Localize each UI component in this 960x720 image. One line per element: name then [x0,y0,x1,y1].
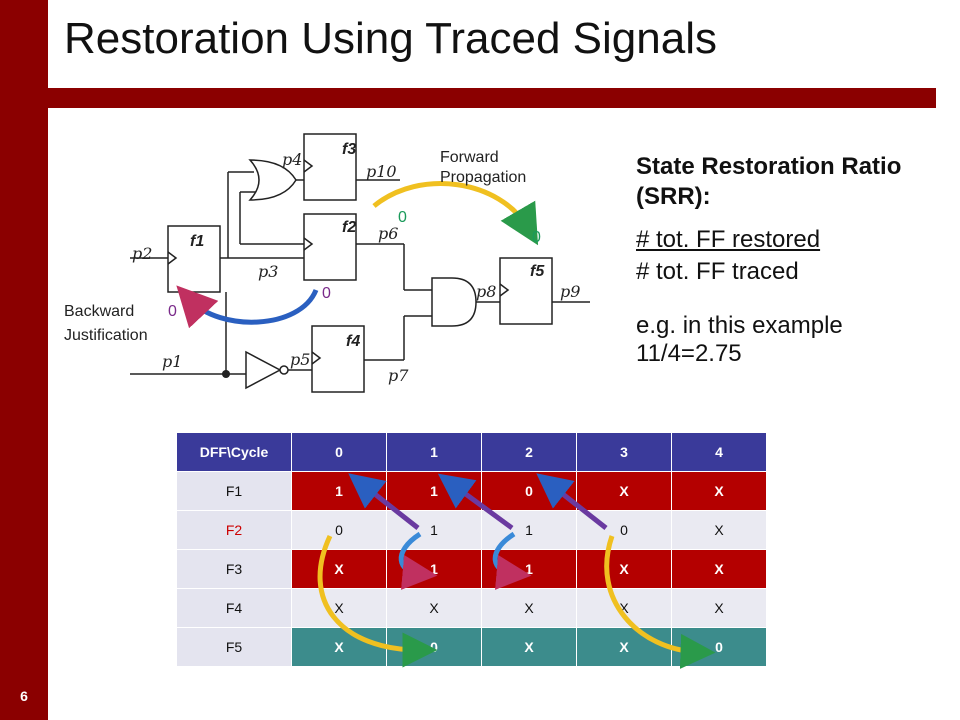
ff-f3-box [303,133,357,201]
slide-title: Restoration Using Traced Signals [64,14,717,63]
backward-label-line1: Backward [64,303,135,320]
header-cell: 2 [481,432,577,472]
srr-heading: State Restoration Ratio (SRR): [636,153,902,210]
signal-p6: p6 [378,224,399,243]
ff-f2-box [303,213,357,281]
table-cell: X [671,588,767,628]
ff-f4-label: f4 [346,333,361,350]
backward-label-line2: Justification [64,327,148,344]
forward-propagation-label: Forward Propagation [440,149,527,186]
left-accent-bar [0,0,48,720]
srr-example: e.g. in this example 11/4=2.75 [636,312,843,367]
ff-f3-label: f3 [342,141,357,158]
table-cell: X [481,627,577,667]
row-label: F2 [176,510,292,550]
ff-f1-box [167,225,221,293]
table-cell: X [481,588,577,628]
table-cell: X [671,549,767,589]
header-cell: DFF\Cycle [176,432,292,472]
header-cell: 3 [576,432,672,472]
table-cell: X [576,588,672,628]
table-cell: X [291,588,387,628]
srr-numerator: # tot. FF restored [636,226,821,253]
row-label: F4 [176,588,292,628]
signal-p5: p5 [290,350,311,369]
signal-p9: p9 [560,282,581,301]
row-label: F3 [176,549,292,589]
backward-justification-arrow [176,285,319,329]
table-cell: X [576,471,672,511]
row-label: F1 [176,471,292,511]
table-cell: 1 [291,471,387,511]
ff-f5-label: f5 [530,263,545,280]
ff-f4-box [311,325,365,393]
table-cell: 1 [386,549,482,589]
table-cell: 1 [386,471,482,511]
table-cell: X [291,549,387,589]
table-cell: 0 [386,627,482,667]
signal-p4: p4 [282,150,303,169]
table-cell: 0 [481,471,577,511]
signal-p7: p7 [388,366,409,385]
table-cell: X [671,510,767,550]
ff-f1-label: f1 [190,233,205,250]
signal-p8: p8 [476,282,497,301]
or-gate [248,159,297,201]
header-cell: 1 [386,432,482,472]
header-cell: 0 [291,432,387,472]
table-cell: 1 [481,510,577,550]
zero-p3: 0 [322,285,331,302]
table-cell: X [291,627,387,667]
table-cell: X [576,549,672,589]
zero-p9: 0 [532,229,541,246]
table-cell: X [671,471,767,511]
table-header-row: DFF\Cycle 0 1 2 3 4 [176,432,767,472]
table-cell: 0 [291,510,387,550]
zero-p2: 0 [168,303,177,320]
table-cell: X [386,588,482,628]
signal-p1: p1 [162,352,183,371]
signal-p10: p10 [366,162,397,181]
zero-p6: 0 [398,209,407,226]
not-gate [245,350,282,390]
table-cell: 1 [481,549,577,589]
title-rule [48,88,936,108]
row-label: F5 [176,627,292,667]
ff-f5-box [499,257,553,325]
signal-p3: p3 [258,262,279,281]
page-number: 6 [20,688,28,704]
forward-propagation-arrow [372,181,539,246]
header-cell: 4 [671,432,767,472]
ff-f2-label: f2 [342,219,357,236]
srr-denominator: # tot. FF traced [636,258,799,285]
table-cell: X [576,627,672,667]
signal-p2: p2 [132,244,153,263]
table-cell: 1 [386,510,482,550]
and-gate [431,277,477,327]
table-cell: 0 [576,510,672,550]
table-cell: 0 [671,627,767,667]
